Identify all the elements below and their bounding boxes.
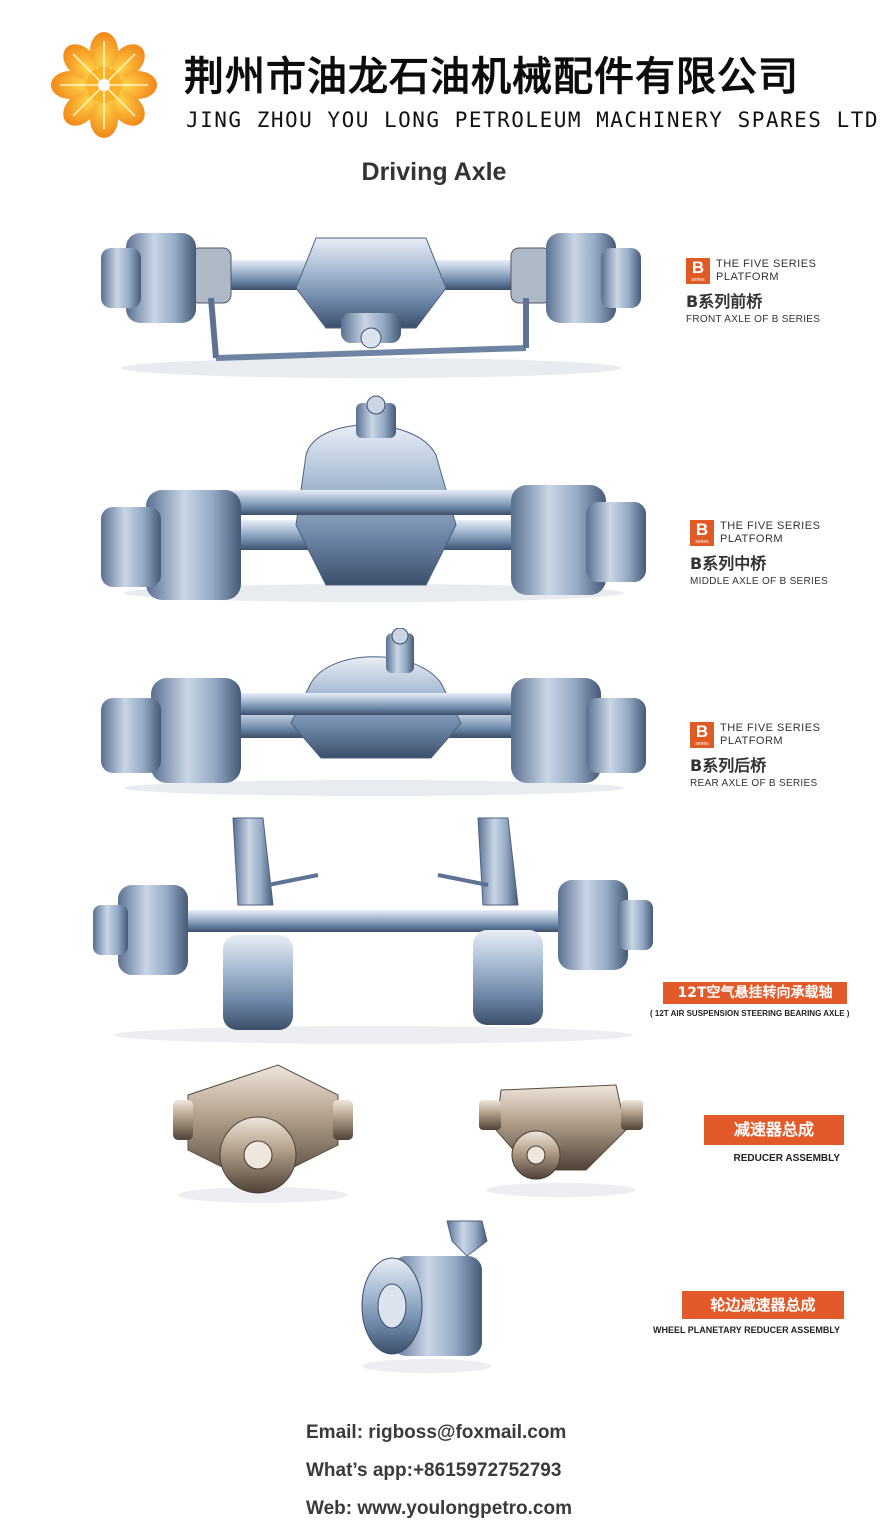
reducer-label-cn: 减速器总成	[704, 1115, 844, 1145]
contact-whatsapp: What’s app:+8615972752793	[306, 1460, 562, 1481]
wheel-reducer-label-cn: 轮边减速器总成	[682, 1291, 844, 1319]
rear-axle-image	[96, 627, 651, 796]
reducer-label-en: REDUCER ASSEMBLY	[733, 1153, 841, 1164]
contact-web: Web: www.youlongpetro.com	[306, 1498, 572, 1519]
company-name-en: JING ZHOU YOU LONG PETROLEUM MACHINERY S…	[186, 108, 880, 132]
middle-axle-image	[96, 395, 651, 605]
product-name-cn: B系列后桥	[690, 756, 767, 775]
product-name-cn: B系列前桥	[686, 292, 763, 311]
product-name-cn: B系列中桥	[690, 554, 767, 573]
wheel-reducer-image	[352, 1216, 502, 1376]
sunflower-logo-icon	[48, 32, 160, 138]
front-axle-image	[96, 218, 646, 383]
wheel-reducer-label-en: WHEEL PLANETARY REDUCER ASSEMBLY	[652, 1325, 840, 1335]
product-name-en: FRONT AXLE OF B SERIES	[686, 314, 821, 325]
platform-text: THE FIVE SERIES PLATFORM	[716, 258, 817, 283]
reducer-assembly-image	[168, 1055, 358, 1205]
contact-email: Email: rigboss@foxmail.com	[306, 1422, 567, 1443]
platform-text: THE FIVE SERIES PLATFORM	[720, 722, 821, 747]
product-name-en: MIDDLE AXLE OF B SERIES	[690, 576, 829, 587]
company-name-cn: 荆州市油龙石油机械配件有限公司	[184, 54, 799, 100]
steering-axle-label-cn: 12T空气悬挂转向承载轴	[663, 982, 847, 1004]
page-title: Driving Axle	[361, 158, 507, 186]
steering-axle-image	[88, 810, 658, 1045]
reducer-assembly-image-2	[476, 1070, 646, 1200]
platform-text: THE FIVE SERIES PLATFORM	[720, 520, 821, 545]
steering-axle-label-en: ( 12T AIR SUSPENSION STEERING BEARING AX…	[650, 1009, 850, 1018]
product-name-en: REAR AXLE OF B SERIES	[690, 778, 818, 789]
